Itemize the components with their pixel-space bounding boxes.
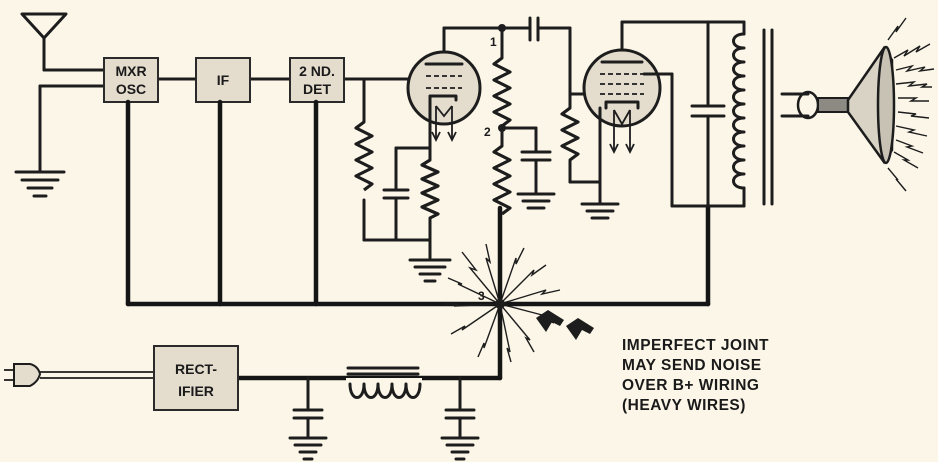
- mixer-oscillator-block: MXR OSC: [103, 57, 159, 103]
- pointer-arrows: [536, 310, 594, 340]
- output-grid-resistor: [560, 92, 620, 220]
- filter-choke: [346, 366, 422, 399]
- if-amplifier-block: IF: [195, 57, 251, 103]
- plate-feed: [442, 16, 588, 96]
- input-ground-lead: [14, 84, 106, 198]
- if-label: IF: [217, 72, 230, 88]
- detector-tube: [406, 26, 482, 143]
- note-line-2: MAY SEND NOISE: [622, 357, 762, 374]
- point-3-label: 3: [478, 289, 485, 303]
- point-1-label: 1: [490, 35, 497, 49]
- filter-capacitor-1: [288, 376, 328, 461]
- rectifier-block: RECT- IFIER: [153, 345, 239, 411]
- rectifier-label-line-2: IFIER: [178, 383, 214, 399]
- plate-bypass-capacitor: [690, 20, 726, 208]
- output-transformer: [732, 20, 774, 208]
- antenna-symbol: [20, 12, 106, 72]
- note-line-4: (HEAVY WIRES): [622, 397, 746, 414]
- decoupling-network: [492, 26, 556, 216]
- annotation-text: IMPERFECT JOINT MAY SEND NOISE OVER B+ W…: [622, 337, 769, 414]
- detector-label-line-1: 2 ND.: [299, 63, 335, 79]
- speaker: [780, 45, 896, 165]
- point-2-label: 2: [484, 125, 491, 139]
- rectifier-label-line-1: RECT-: [175, 361, 217, 377]
- note-line-3: OVER B+ WIRING: [622, 377, 759, 394]
- block-bplus-leads: [125, 99, 319, 307]
- detector-grid-network: [354, 77, 452, 283]
- second-detector-block: 2 ND. DET: [289, 57, 345, 103]
- note-line-1: IMPERFECT JOINT: [622, 337, 769, 354]
- sound-rays: [887, 17, 935, 192]
- mixer-label-line-1: MXR: [115, 63, 146, 79]
- power-plug: [4, 363, 154, 387]
- output-tube: [582, 20, 746, 208]
- filter-capacitor-2: [440, 376, 480, 461]
- mixer-label-line-2: OSC: [116, 81, 146, 97]
- detector-label-line-2: DET: [303, 81, 331, 97]
